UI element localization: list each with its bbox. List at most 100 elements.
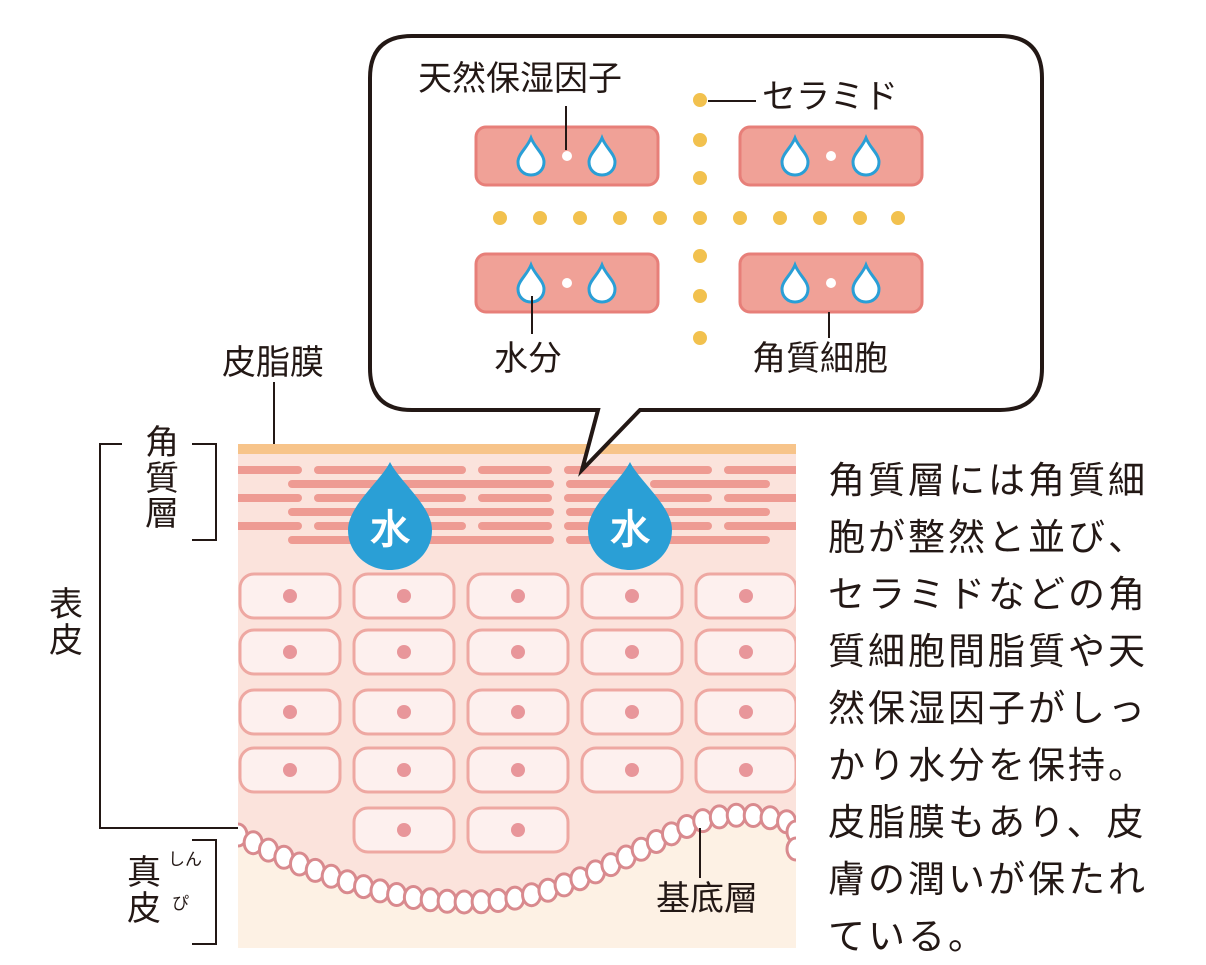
basal-cell [453,889,475,915]
basal-layer-cells [238,802,796,915]
corneum-line [396,536,554,544]
cell-nucleus [739,705,753,719]
ceramide-dots [493,93,905,345]
water-drop-2-label: 水 [610,507,651,553]
cell-nucleus [283,645,297,659]
basal-cell [742,803,764,829]
ceramide-dot [853,211,867,225]
corneum-line [724,494,796,502]
cell-nucleus [397,823,411,837]
cell-nucleus [397,589,411,603]
nmf-dot [562,278,572,288]
basal-layer-label: 基底層 [656,879,758,919]
cell-nucleus [397,705,411,719]
corneum-line [396,508,554,516]
sebum-film [238,444,796,454]
corneum-line [288,480,384,488]
ceramide-dot [693,171,707,185]
basal-cell [785,836,796,862]
basal-cell [692,808,714,834]
dermis-ruby-2: ぴ [172,894,189,914]
water-drop-1 [348,462,432,570]
cell-nucleus [511,589,525,603]
nmf-label: 天然保湿因子 [418,59,622,99]
epidermis-label: 表皮 [49,585,83,661]
cell-nucleus [511,823,525,837]
corneum-line [396,480,554,488]
corneum-line [564,466,712,474]
ceramide-dot [533,211,547,225]
corneum-line [238,466,302,474]
ceramide-label: セラミド [762,77,898,117]
dermis-label: 真皮 [127,853,161,929]
basal-cell [708,804,730,830]
water-label: 水分 [494,339,562,379]
basal-cell [353,874,375,900]
cell-nucleus [625,589,639,603]
water-molecule-icon [587,260,617,304]
stratum-corneum-lines [238,466,796,544]
ceramide-dot [693,211,707,225]
sebum-label: 皮脂膜 [222,343,324,383]
ceramide-dot [693,249,707,263]
cell-nucleus [397,763,411,777]
ceramide-dot [693,289,707,303]
corneum-line [478,522,552,530]
water-drop-2 [588,462,672,570]
basal-cell [369,878,391,904]
basal-cell [419,887,441,913]
cell-nucleus [739,589,753,603]
corneum-line [478,466,552,474]
corneum-line [650,508,770,516]
ceramide-dot [891,211,905,225]
water-molecule-icon [851,260,881,304]
water-molecule-icon [516,133,546,177]
ceramide-dot [613,211,627,225]
epidermis-cells [238,572,796,854]
corneum-line [478,494,552,502]
ceramide-dot [653,211,667,225]
cell-nucleus [511,645,525,659]
cell-nucleus [739,763,753,777]
cell-nucleus [283,705,297,719]
description-text: 角質層には角質細胞が整然と並び、セラミドなどの角質細胞間脂質や天然保湿因子がしっ… [828,459,1148,958]
corneum-line [724,466,796,474]
nmf-dot [826,278,836,288]
water-molecule-icon [780,133,810,177]
ceramide-dot [773,211,787,225]
basal-cell [386,882,408,908]
corneum-line [238,494,302,502]
cell-nucleus [283,589,297,603]
ceramide-dot [693,93,707,107]
basal-cell [759,805,781,831]
basal-cell [725,802,747,828]
cell-nucleus [511,705,525,719]
water-molecules [516,133,881,304]
basal-cell [402,885,424,911]
skin-cross-section [238,444,796,948]
water-molecule-icon [587,133,617,177]
ceramide-dot [733,211,747,225]
basal-cell [470,889,492,915]
nmf-dot [826,151,836,161]
cell-nucleus [625,645,639,659]
ceramide-dot [493,211,507,225]
cell-nucleus [283,763,297,777]
ceramide-dot [813,211,827,225]
cell-nucleus [511,763,525,777]
dermis-bracket [192,839,217,945]
cell-nucleus [625,763,639,777]
epidermis-bracket [99,443,238,829]
cell-nucleus [397,645,411,659]
basal-cell [504,885,526,911]
corneocyte-label: 角質細胞 [752,339,888,379]
ceramide-dot [573,211,587,225]
corneum-line [238,522,302,530]
stratum-corneum-label: 角質層 [145,423,179,535]
corneum-line [650,480,770,488]
corneum-line [650,536,770,544]
corneum-bracket [192,443,217,541]
basal-cell [436,888,458,914]
corneum-line [724,522,796,530]
